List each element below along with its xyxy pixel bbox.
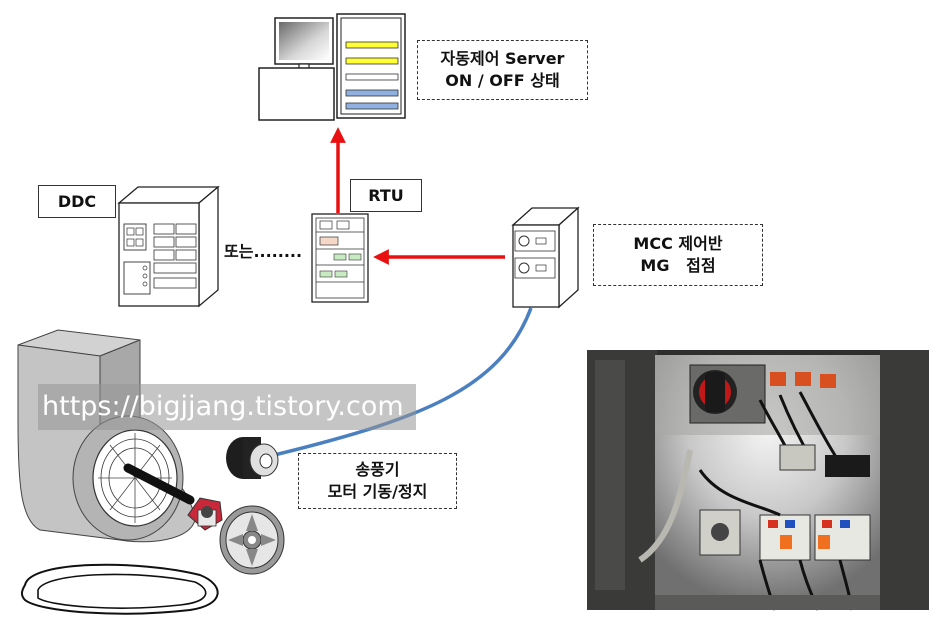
mcc-label-line2: MG 접점 [640,256,716,275]
ddc-label: DDC [38,185,116,218]
mcc-label: MCC 제어반 MG 접점 [593,224,763,286]
motor-label-line1: 송풍기 [355,460,400,479]
rtu-cabinet-icon [311,213,369,303]
rtu-label: RTU [350,179,422,212]
motor-label: 송풍기 모터 기동/정지 [298,453,457,509]
server-label-line2: ON / OFF 상태 [445,71,560,90]
server-rack-icon [336,13,406,119]
motor-label-line2: 모터 기동/정지 [327,482,428,501]
belt-icon [21,563,219,615]
pulley-icon [187,497,285,575]
computer-monitor-icon [258,17,335,121]
server-label-line1: 자동제어 Server [440,49,565,68]
mcc-label-line1: MCC 제어반 [633,234,723,253]
ddc-panel-icon [117,185,220,308]
panel-photo [587,350,929,611]
motor-icon [226,437,279,479]
server-label: 자동제어 Server ON / OFF 상태 [417,40,588,100]
ddc-label-text: DDC [57,191,97,211]
mcc-panel-icon [511,206,580,309]
signal-cable [261,307,533,460]
blower-fan-icon [17,329,196,543]
rtu-label-text: RTU [368,185,404,205]
or-text: 또는........ [224,242,303,261]
watermark-url: https://bigjjang.tistory.com [38,384,416,430]
